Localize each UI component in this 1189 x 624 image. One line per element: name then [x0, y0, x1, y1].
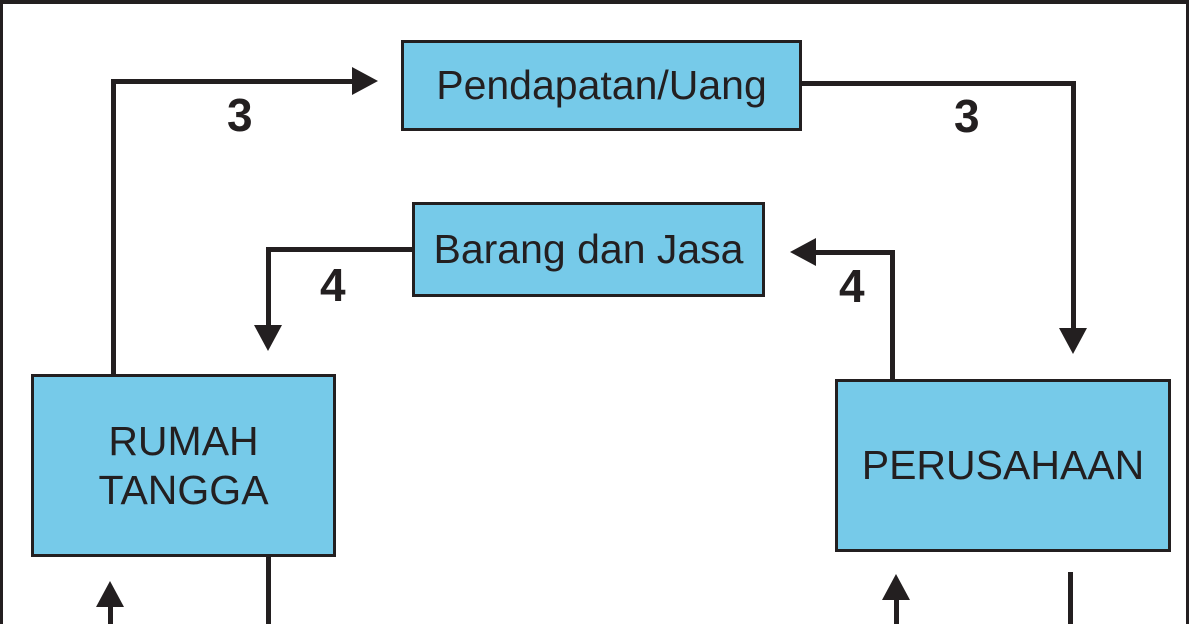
arrowhead-down-icon [1059, 328, 1087, 354]
arrow-goods-to-household-horizontal-line [266, 247, 412, 252]
arrow-income-to-firm-vertical-line [1071, 81, 1076, 329]
box-pendapatan-uang-label: Pendapatan/Uang [436, 62, 767, 109]
box-perusahaan-label: PERUSAHAAN [861, 442, 1145, 489]
box-barang-dan-jasa-label: Barang dan Jasa [433, 226, 744, 273]
box-pendapatan-uang: Pendapatan/Uang [401, 40, 802, 131]
arrowhead-up-icon [882, 574, 910, 600]
box-rumah-tangga: RUMAH TANGGA [31, 374, 336, 557]
stub-line-below-firm [1068, 572, 1073, 624]
box-rumah-tangga-label: RUMAH TANGGA [98, 418, 269, 513]
stub-line-from-household [266, 557, 271, 624]
arrowhead-up-icon [96, 581, 124, 607]
flow-number-goods-right: 4 [839, 260, 865, 312]
flow-number-income-right: 3 [954, 90, 980, 142]
arrowhead-left-icon [790, 238, 816, 266]
arrow-goods-from-firm-vertical-line [890, 250, 895, 379]
arrowhead-down-icon [254, 325, 282, 351]
stub-arrow-into-firm-line [894, 599, 899, 624]
arrow-income-from-household-horizontal-line [111, 79, 353, 84]
arrow-income-to-firm-horizontal-line [802, 81, 1076, 86]
flow-number-goods-left: 4 [320, 259, 346, 311]
flow-number-income-left: 3 [227, 89, 253, 141]
box-perusahaan: PERUSAHAAN [835, 379, 1171, 552]
box-barang-dan-jasa: Barang dan Jasa [412, 202, 765, 297]
arrow-income-from-household-vertical-line [111, 79, 116, 374]
arrowhead-right-icon [352, 67, 378, 95]
stub-arrow-into-household-line [108, 606, 113, 624]
arrow-goods-to-household-vertical-line [266, 247, 271, 326]
arrow-goods-from-firm-horizontal-line [815, 250, 895, 255]
